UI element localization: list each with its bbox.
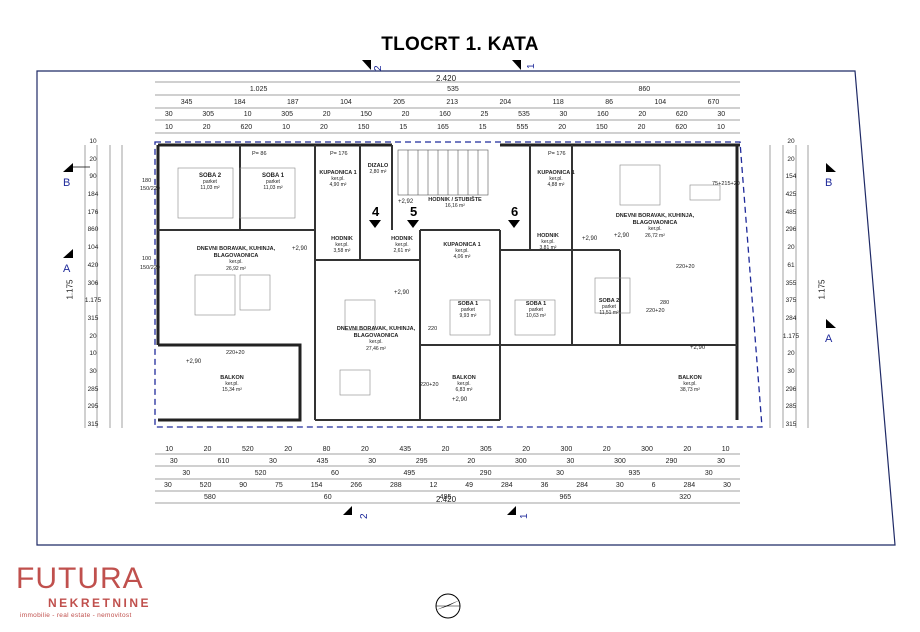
section-marker-2-top: 2 <box>362 60 384 71</box>
section-marker-1-top: 1 <box>512 60 537 70</box>
elevation-label-5: 5 <box>410 204 417 219</box>
section-marker-2-bottom: 2 <box>343 506 370 519</box>
interior-walls <box>158 145 737 421</box>
section-marker-b-left: B <box>63 163 90 189</box>
slab-outline-dashed <box>154 141 763 428</box>
dimension-lines-top <box>155 81 740 134</box>
furniture <box>177 164 721 396</box>
section-label-b: B <box>63 177 70 189</box>
section-label-2-top: 2 <box>373 65 384 71</box>
section-marker-a-right: A <box>825 319 836 345</box>
dimension-lines-bottom <box>155 453 740 504</box>
section-marker-a-left: A <box>63 249 73 275</box>
section-label-a-right: A <box>825 333 833 345</box>
logo-subtitle: NEKRETNINE <box>48 596 152 610</box>
section-marker-1-bottom: 1 <box>507 506 530 519</box>
staircase <box>397 149 489 196</box>
exterior-walls <box>156 143 740 422</box>
elevation-label-4: 4 <box>372 204 380 219</box>
dimension-lines-sides <box>84 145 809 428</box>
elevation-marker-4: 4 <box>369 204 381 228</box>
section-label-1-top: 1 <box>526 63 537 69</box>
elevation-label-6: 6 <box>511 204 518 219</box>
company-logo: FUTURA NEKRETNINE immobilie - real estat… <box>14 562 184 622</box>
logo-brand: FUTURA <box>16 562 144 595</box>
north-arrow-icon <box>435 593 461 619</box>
section-label-2-bottom: 2 <box>359 513 370 519</box>
section-label-1-bottom: 1 <box>519 513 530 519</box>
section-label-b-right: B <box>825 177 832 189</box>
site-boundary <box>36 70 896 546</box>
section-marker-b-right: B <box>825 163 836 189</box>
elevation-marker-5: 5 <box>407 204 419 228</box>
logo-tagline: immobilie - real estate - nemovitost <box>20 612 132 619</box>
section-label-a: A <box>63 263 71 275</box>
plan-title: TLOCRT 1. KATA <box>381 34 539 55</box>
elevation-marker-6: 6 <box>508 204 520 228</box>
